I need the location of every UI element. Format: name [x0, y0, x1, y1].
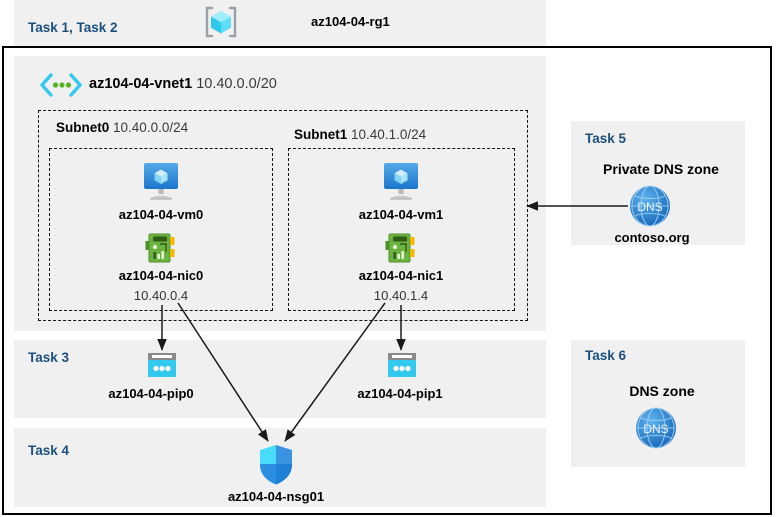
nsg-label: az104-04-nsg01	[227, 489, 325, 504]
nic1-label: az104-04-nic1	[358, 268, 444, 283]
nic0-ip: 10.40.0.4	[133, 288, 189, 303]
network-security-group-icon	[258, 444, 294, 486]
vnet-header: az104-04-vnet1 10.40.0.0/20	[89, 76, 277, 92]
vm1-label: az104-04-vm1	[358, 207, 444, 222]
network-interface-icon	[384, 232, 418, 264]
private-dns-name: contoso.org	[614, 230, 690, 245]
subnet1-cidr: 10.40.1.0/24	[351, 127, 427, 142]
network-interface-icon	[144, 232, 178, 264]
nic0-label: az104-04-nic0	[118, 268, 204, 283]
dns-zone-icon: DNS	[628, 184, 672, 228]
subnet0-cidr: 10.40.0.0/24	[113, 120, 189, 135]
subnet1-name: Subnet1	[294, 127, 348, 142]
subnet1-header: Subnet1 10.40.1.0/24	[294, 127, 426, 142]
public-dns-title: DNS zone	[629, 383, 695, 399]
vnet-name: az104-04-vnet1	[89, 76, 193, 92]
resource-group-icon	[201, 4, 241, 40]
nic1-ip: 10.40.1.4	[373, 288, 429, 303]
vnet-cidr: 10.40.0.0/20	[196, 76, 277, 92]
task-label-4: Task 4	[28, 443, 70, 458]
task-label-6: Task 6	[585, 348, 627, 363]
pip0-label: az104-04-pip0	[108, 386, 194, 401]
resource-group-name: az104-04-rg1	[311, 14, 390, 29]
subnet0-name: Subnet0	[56, 120, 110, 135]
virtual-machine-icon	[379, 161, 423, 201]
resource-group-header-band	[14, 0, 546, 46]
public-ip-icon	[386, 352, 418, 380]
subnet0-dashed-box	[49, 148, 273, 311]
subnet0-header: Subnet0 10.40.0.0/24	[56, 120, 188, 135]
virtual-machine-icon	[139, 161, 183, 201]
subnets-dashed-container	[38, 110, 528, 321]
virtual-network-icon	[39, 72, 83, 98]
task-label-5: Task 5	[585, 131, 627, 146]
vnet-container	[14, 56, 546, 331]
vm0-label: az104-04-vm0	[118, 207, 204, 222]
task-label-3: Task 3	[28, 350, 70, 365]
public-ip-icon	[146, 352, 178, 380]
pip1-label: az104-04-pip1	[357, 386, 443, 401]
private-dns-title: Private DNS zone	[603, 161, 719, 177]
task3-panel	[14, 340, 546, 418]
svg-text:DNS: DNS	[637, 200, 662, 214]
task-label-1-2: Task 1, Task 2	[28, 20, 118, 35]
svg-text:DNS: DNS	[643, 422, 668, 436]
dns-zone-icon: DNS	[634, 406, 678, 450]
